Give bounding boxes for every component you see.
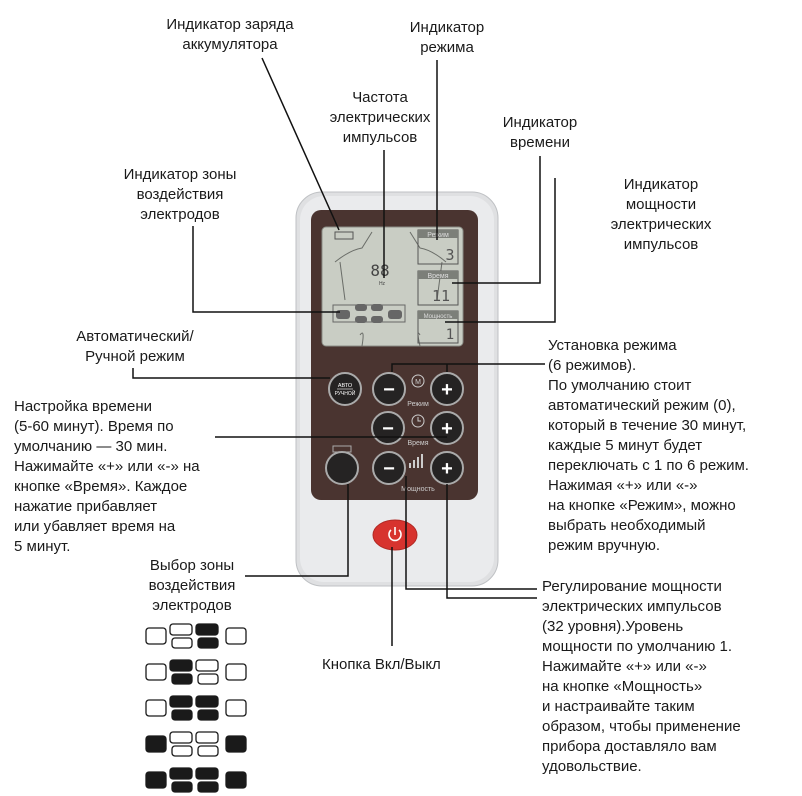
power-minus-button[interactable]: − [372, 451, 406, 485]
electrode-pad-active [225, 735, 247, 753]
time-label: Время [407, 440, 428, 447]
frequency-label: Частота электрических импульсов [329, 89, 431, 146]
electrode-pad-inactive [171, 637, 193, 649]
electrode-pattern-row [145, 659, 247, 685]
electrode-pattern-row [145, 623, 247, 649]
auto-manual-button[interactable]: АВТО РУЧНОЙ [328, 372, 362, 406]
electrode-pad-inactive [225, 663, 247, 681]
mode-minus-button[interactable]: − [372, 372, 406, 406]
electrode-pad-active [145, 771, 167, 789]
frequency-value: 88 [370, 261, 389, 280]
electrode-pad-inactive [195, 659, 219, 672]
electrode-pad-active [171, 709, 193, 721]
electrode-pad-active [169, 695, 193, 708]
svg-text:−: − [383, 458, 395, 480]
zone-select-label: Выбор зоны воздействия электродов [148, 557, 236, 614]
electrode-pad-inactive [169, 623, 193, 636]
electrode-pad-active [145, 735, 167, 753]
power-button-label: Кнопка Вкл/Выкл [322, 656, 441, 673]
mode-icon [411, 374, 425, 388]
svg-text:+: + [441, 458, 453, 480]
torso-outline [334, 231, 447, 347]
svg-text:11: 11 [432, 287, 450, 305]
battery-icon [334, 231, 354, 240]
electrode-pad-inactive [195, 731, 219, 744]
electrode-pad-inactive [225, 627, 247, 645]
svg-text:M: M [415, 379, 421, 386]
electrode-pad-inactive [145, 627, 167, 645]
time-minus-button[interactable]: − [371, 411, 405, 445]
electrode-pad-active [169, 767, 193, 780]
device: 88 Hz Режим 3 Время 11 Мощность 1 [295, 191, 499, 587]
power-plus-button[interactable]: + [430, 451, 464, 485]
electrode-pattern-row [145, 731, 247, 757]
time-plus-button[interactable]: + [430, 411, 464, 445]
electrode-pad-active [197, 637, 219, 649]
time-setting-text: Настройка времени (5-60 минут). Время по… [14, 398, 200, 555]
mode-label: Режим [407, 401, 429, 408]
svg-text:Мощность: Мощность [424, 314, 453, 320]
zone-button[interactable] [325, 451, 359, 485]
electrode-pad-active [169, 659, 193, 672]
electrode-pad-inactive [145, 699, 167, 717]
electrode-pad-active [171, 781, 193, 793]
power-indicator: Мощность 1 [417, 310, 459, 344]
electrode-pattern-row [145, 767, 247, 793]
power-indicator-label: Индикатор мощности электрических импульс… [610, 176, 712, 253]
zone-indicator-label: Индикатор зоны воздействия электродов [123, 166, 237, 223]
svg-text:−: − [382, 418, 394, 440]
frequency-unit: Hz [379, 281, 386, 287]
electrode-pad-active [195, 767, 219, 780]
svg-text:+: + [441, 418, 453, 440]
electrode-pad-active [197, 709, 219, 721]
electrode-pad-inactive [169, 731, 193, 744]
svg-text:−: − [383, 379, 395, 401]
electrode-pattern-row [145, 695, 247, 721]
power-label: Мощность [401, 486, 435, 493]
time-indicator: Время 11 [417, 270, 459, 306]
electrode-pad-inactive [225, 699, 247, 717]
electrode-pad-active [195, 623, 219, 636]
mode-indicator-label: Индикатор режима [409, 19, 485, 56]
clock-hands [417, 417, 421, 422]
mode-indicator: Режим 3 [417, 229, 459, 265]
mode-plus-button[interactable]: + [430, 372, 464, 406]
power-level-icon [409, 454, 423, 468]
electrode-pad-active [225, 771, 247, 789]
power-adjust-text: Регулирование мощности электрических имп… [542, 578, 741, 775]
clock-icon [411, 414, 425, 428]
leader-lines [132, 57, 556, 646]
electrode-pad-inactive [197, 673, 219, 685]
svg-text:+: + [441, 379, 453, 401]
auto-manual-label: Автоматический/ Ручной режим [76, 328, 194, 365]
electrode-pad-active [195, 695, 219, 708]
power-icon [388, 529, 402, 542]
electrode-pad-inactive [145, 663, 167, 681]
svg-text:Время: Время [427, 273, 448, 280]
lcd-electrode-pads [332, 304, 406, 323]
electrode-pad-active [171, 673, 193, 685]
time-indicator-label: Индикатор времени [502, 114, 578, 151]
electrode-pad-inactive [197, 745, 219, 757]
zone-icon [332, 445, 352, 453]
electrode-pad-active [197, 781, 219, 793]
power-button[interactable] [372, 519, 418, 551]
svg-text:1: 1 [446, 327, 454, 343]
svg-text:3: 3 [445, 246, 454, 264]
electrode-pad-inactive [171, 745, 193, 757]
battery-indicator-label: Индикатор заряда аккумулятора [166, 16, 294, 53]
mode-setting-text: Установка режима (6 режимов). По умолчан… [548, 337, 749, 554]
electrode-patterns [145, 623, 247, 793]
svg-text:АВТО: АВТО [338, 383, 353, 389]
svg-text:РУЧНОЙ: РУЧНОЙ [335, 389, 356, 397]
svg-text:Режим: Режим [427, 232, 449, 239]
